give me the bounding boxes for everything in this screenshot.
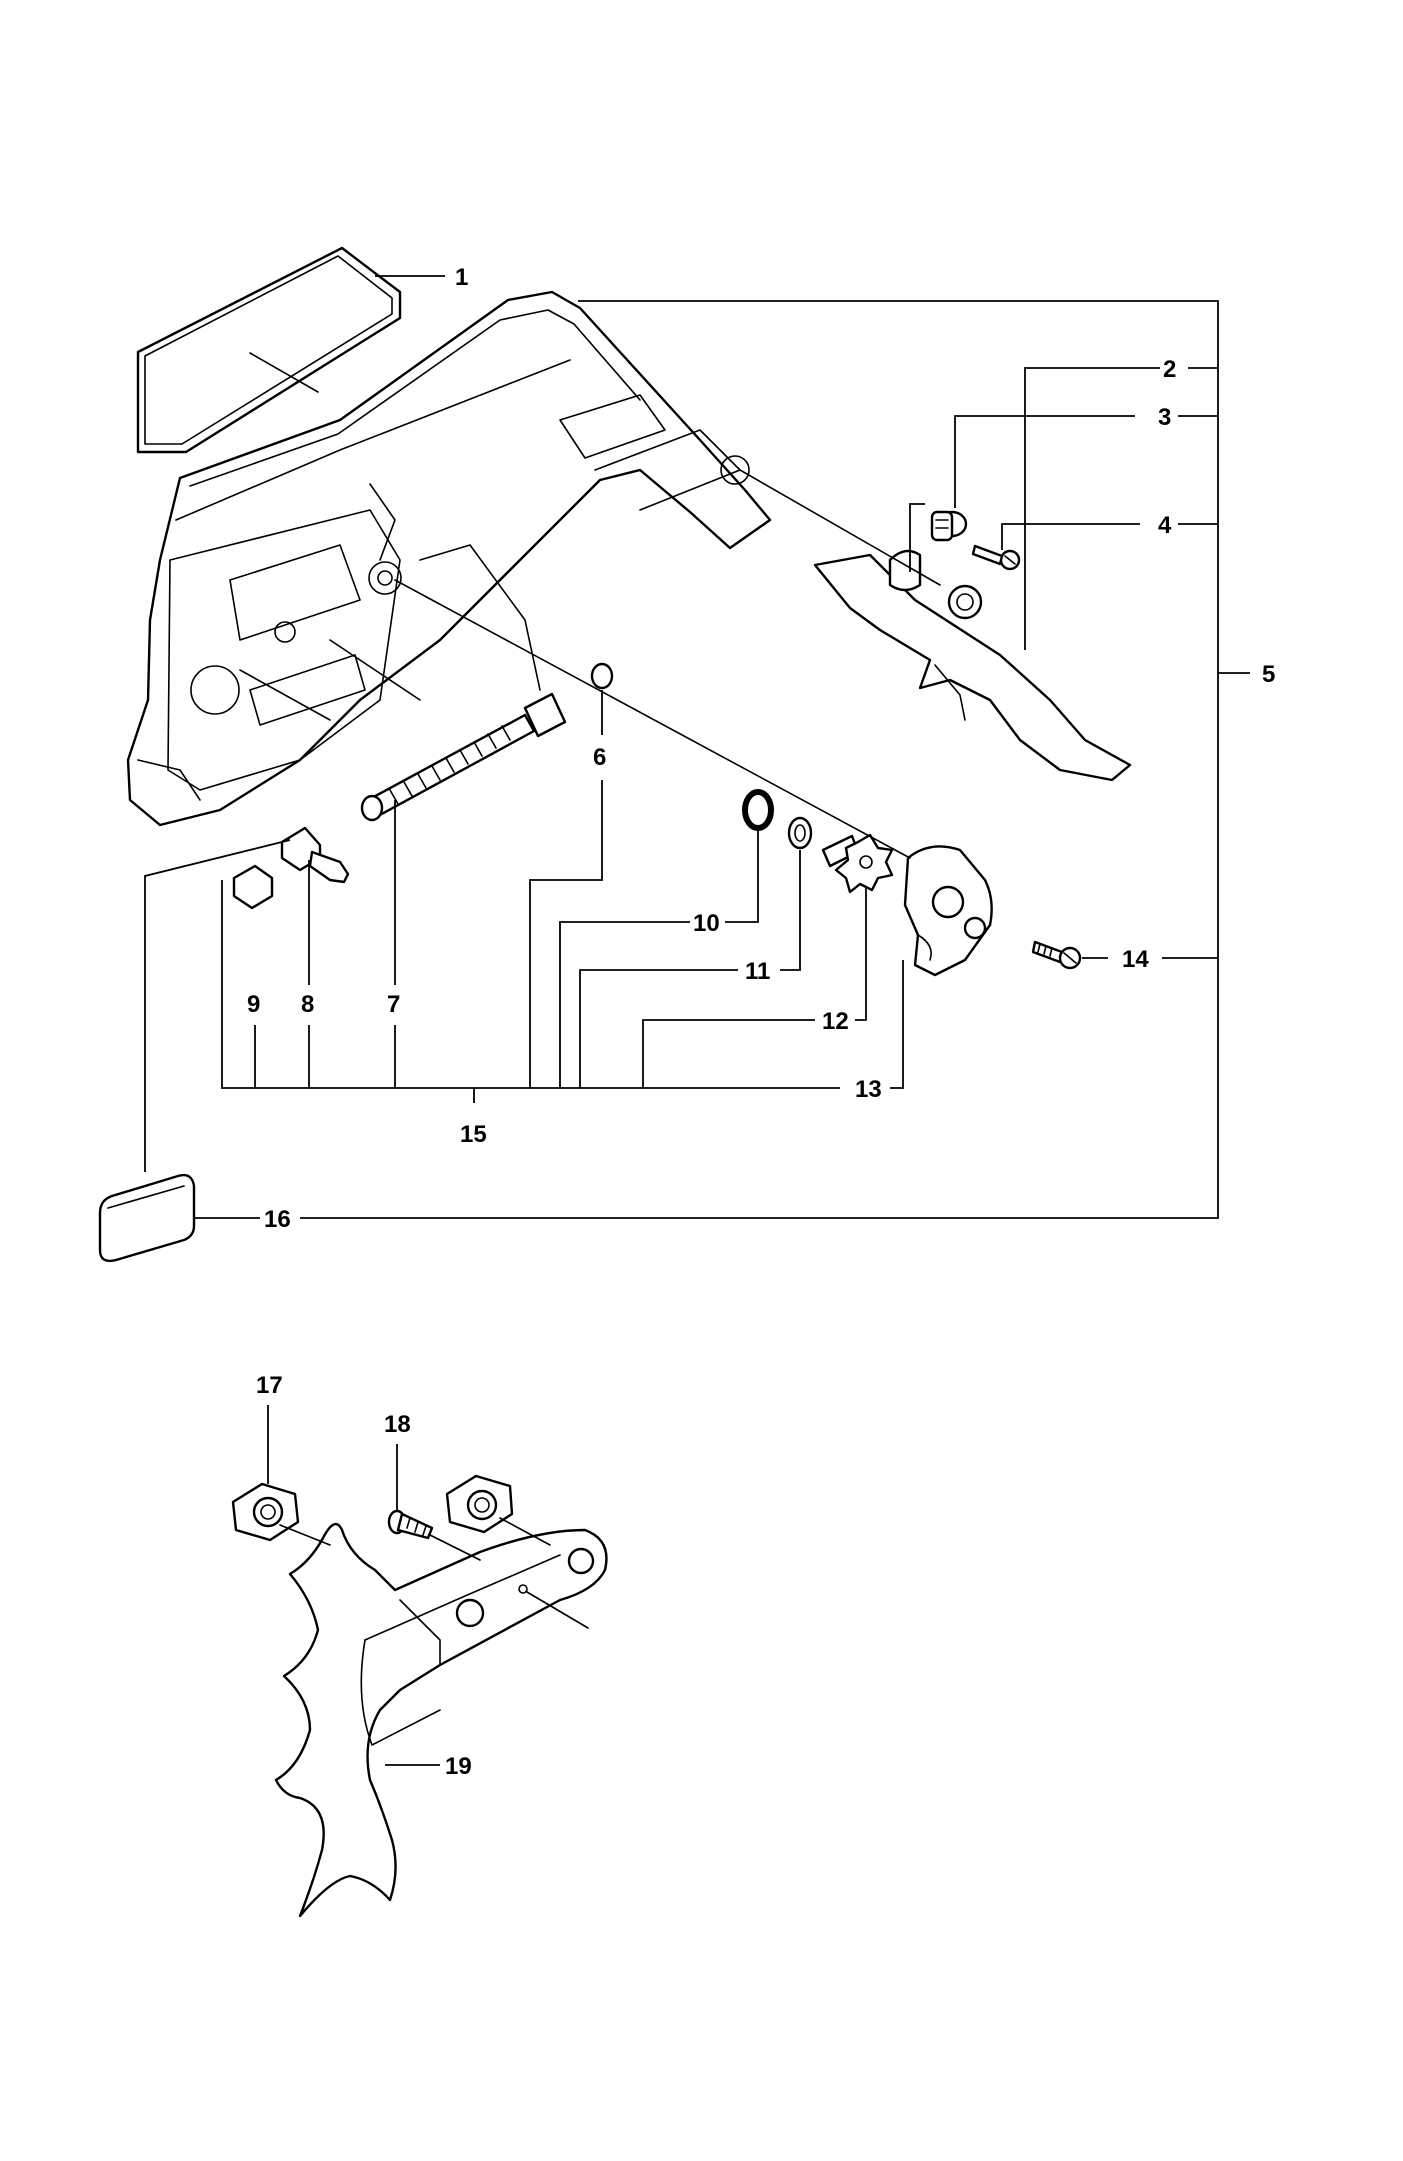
callout-14: 14 (1122, 946, 1149, 973)
part-3-collar-nut (930, 510, 968, 542)
callout-4: 4 (1158, 512, 1172, 539)
callout-11: 11 (745, 958, 770, 985)
callout-16: 16 (264, 1206, 291, 1233)
part-9-nut (232, 864, 274, 910)
part-8-tension-pin (280, 826, 350, 884)
callout-18: 18 (384, 1411, 411, 1438)
callout-8: 8 (301, 991, 314, 1018)
part-6-small-washer (590, 662, 614, 690)
part-5-chain-guard-housing (126, 290, 772, 827)
part-11-washer (787, 816, 813, 850)
part-14-screw (1031, 940, 1082, 970)
part-17-flange-nut (231, 1482, 300, 1542)
callout-labels: 1 2 3 4 5 6 7 8 9 10 11 12 13 14 15 16 1… (247, 264, 1275, 1780)
part-1-decal (136, 246, 402, 454)
part-4-screw (971, 544, 1021, 571)
callout-7: 7 (387, 991, 400, 1018)
leader-lines (144, 275, 1250, 1766)
callout-9: 9 (247, 991, 260, 1018)
callout-3: 3 (1158, 404, 1171, 431)
callout-1: 1 (455, 264, 468, 291)
part-16-cap (98, 1173, 196, 1263)
callout-17: 17 (256, 1372, 283, 1399)
callout-13: 13 (855, 1076, 882, 1103)
callout-10: 10 (693, 910, 720, 937)
part-10-o-ring (742, 789, 774, 831)
flange-nut-2 (445, 1474, 514, 1534)
callout-15: 15 (460, 1121, 487, 1148)
part-19-spike-bumper (274, 1517, 608, 1918)
part-13-cover-plate (903, 845, 993, 977)
assembly-axis-lines (239, 469, 941, 859)
callout-2: 2 (1163, 356, 1176, 383)
part-12-gear (821, 833, 894, 894)
callout-5: 5 (1262, 661, 1275, 688)
callout-12: 12 (822, 1008, 849, 1035)
callout-6: 6 (593, 744, 606, 771)
callout-19: 19 (445, 1753, 472, 1780)
part-7-tensioner-screw (360, 692, 567, 822)
part-18-screw (387, 1509, 434, 1540)
part-2-bar-guide-plate (813, 549, 1132, 782)
